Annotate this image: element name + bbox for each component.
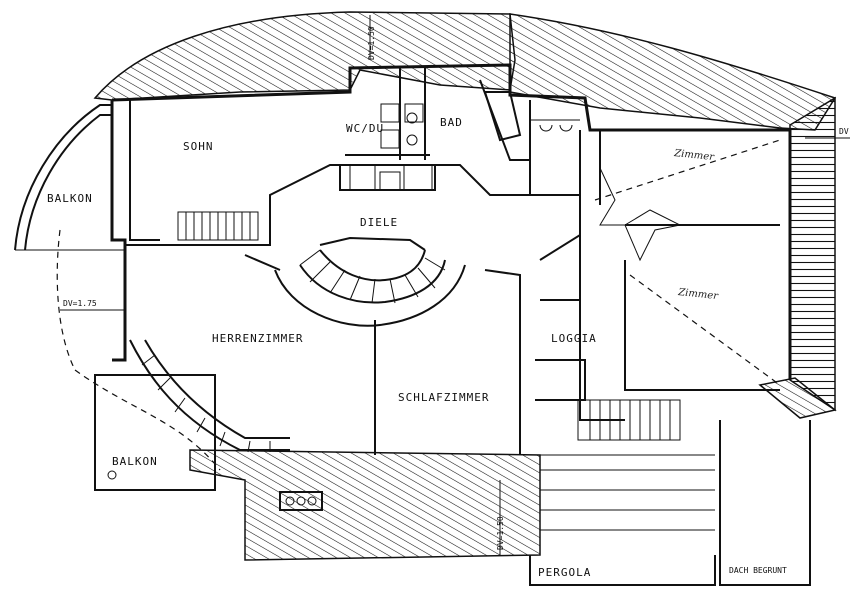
balcony-bottom-outline <box>94 374 216 491</box>
roof-hatching-right <box>758 96 837 419</box>
hob-symbol <box>279 491 323 511</box>
room-label-zimmer-upper: Zimmer <box>673 148 716 163</box>
room-label-herrenzimmer: HERRENZIMMER <box>212 332 303 345</box>
room-label-dach-begrunt: DACH BEGRUNT <box>729 566 787 575</box>
roof-hatching-top <box>93 11 837 131</box>
room-label-loggia: LOGGIA <box>551 332 597 345</box>
room-label-sohn: SOHN <box>183 140 214 153</box>
room-label-wc-du: WC/DU <box>346 122 384 135</box>
pergola-stairs <box>529 359 811 586</box>
balcony-left-outline <box>14 104 221 471</box>
room-label-balkon-bottom: BALKON <box>112 455 158 468</box>
terrace-hatching <box>189 449 541 561</box>
curved-glazing <box>129 339 290 453</box>
annotation-dv-left: DV=1.75 <box>63 299 97 308</box>
room-label-pergola: PERGOLA <box>538 566 591 579</box>
annotation-dv-top: DV=1.50 <box>367 26 376 60</box>
dimension-leaders <box>369 15 850 555</box>
annotation-dv-bottom: DV=1.50 <box>496 516 505 550</box>
annotation-dv-right: DV <box>839 127 849 136</box>
room-label-zimmer-lower: Zimmer <box>677 287 720 302</box>
stair-left <box>177 211 259 241</box>
room-label-diele: DIELE <box>360 216 398 229</box>
curved-staircase <box>274 236 466 327</box>
room-label-bad: BAD <box>440 116 463 129</box>
room-label-schlafzimmer: SCHLAFZIMMER <box>398 391 489 404</box>
bathroom-fixtures <box>349 91 580 191</box>
skylight-dashes <box>594 139 781 386</box>
room-label-balkon-left: BALKON <box>47 192 93 205</box>
